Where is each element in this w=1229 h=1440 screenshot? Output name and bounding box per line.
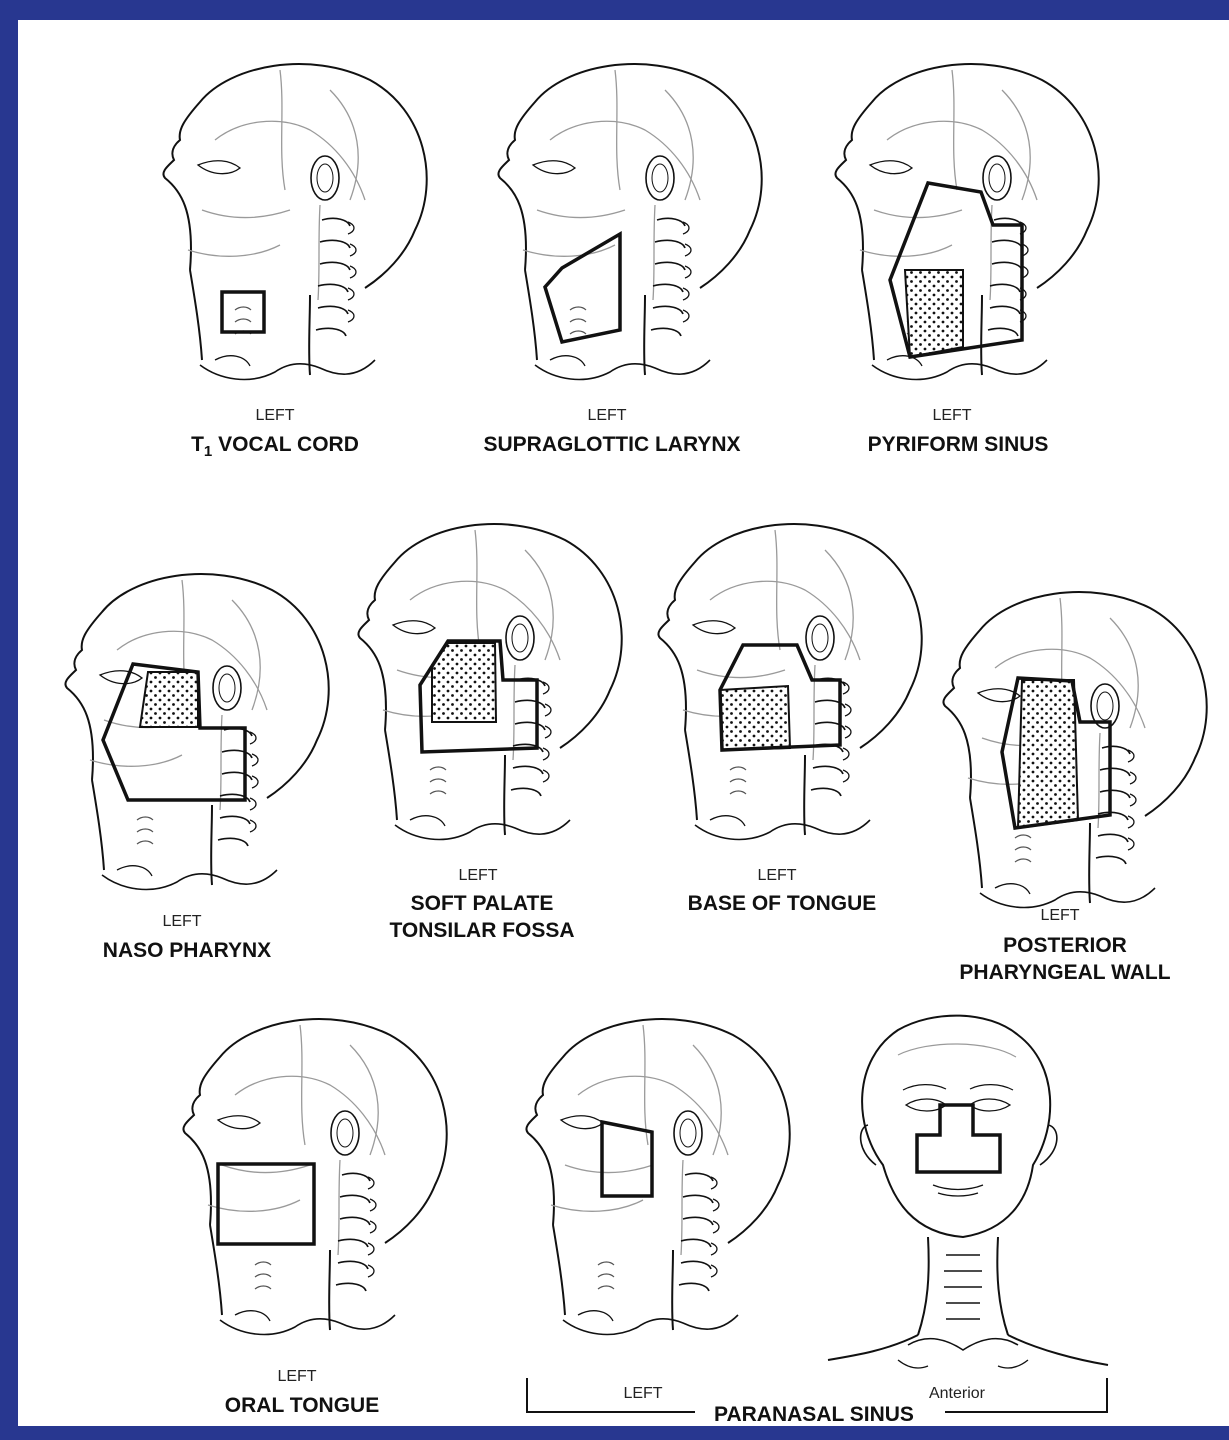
panel-title: BASE OF TONGUE	[688, 892, 877, 915]
view-label: LEFT	[1040, 907, 1079, 924]
view-label: LEFT	[932, 407, 971, 424]
view-label: LEFT	[757, 867, 796, 884]
panel-title: ORAL TONGUE	[225, 1394, 379, 1417]
view-label: LEFT	[587, 407, 626, 424]
treatment-field-icon	[720, 686, 790, 750]
treatment-field-icon	[602, 1122, 652, 1196]
treatment-field-icon	[222, 292, 264, 332]
radiation-field-diagram: LEFT T1 VOCAL CORD LEFT SUPRAGLOTTIC LAR…	[18, 20, 1229, 1426]
treatment-field-icon	[1018, 680, 1078, 828]
view-label: LEFT	[162, 913, 201, 930]
panel-title: POSTERIOR	[1003, 934, 1127, 957]
panel-title: TONSILAR FOSSA	[389, 919, 574, 942]
group-title: PARANASAL SINUS	[714, 1403, 914, 1426]
treatment-field-icon	[218, 1164, 314, 1244]
treatment-field-icon	[545, 234, 620, 342]
view-label: LEFT	[458, 867, 497, 884]
treatment-field-icon	[140, 672, 198, 727]
treatment-field-icon	[905, 270, 963, 357]
head-profile-icon	[498, 64, 761, 379]
treatment-field-icon	[432, 643, 496, 722]
head-profile-icon	[658, 524, 921, 839]
head-profile-icon	[835, 64, 1098, 379]
head-profile-icon	[526, 1019, 789, 1334]
panel-title: T1 VOCAL CORD	[191, 433, 359, 460]
panel-title: PHARYNGEAL WALL	[959, 961, 1170, 984]
diagram-sheet: LEFT T1 VOCAL CORD LEFT SUPRAGLOTTIC LAR…	[18, 20, 1229, 1426]
panel-title: NASO PHARYNX	[103, 939, 271, 962]
view-label: Anterior	[929, 1385, 986, 1402]
head-profile-icon	[163, 64, 426, 379]
panel-title: PYRIFORM SINUS	[868, 433, 1049, 456]
view-label: LEFT	[623, 1385, 662, 1402]
panel-title: SOFT PALATE	[411, 892, 554, 915]
head-front-icon	[828, 1016, 1108, 1368]
view-label: LEFT	[255, 407, 294, 424]
panel-title: SUPRAGLOTTIC LARYNX	[483, 433, 740, 456]
treatment-field-icon	[917, 1105, 1000, 1172]
view-label: LEFT	[277, 1368, 316, 1385]
